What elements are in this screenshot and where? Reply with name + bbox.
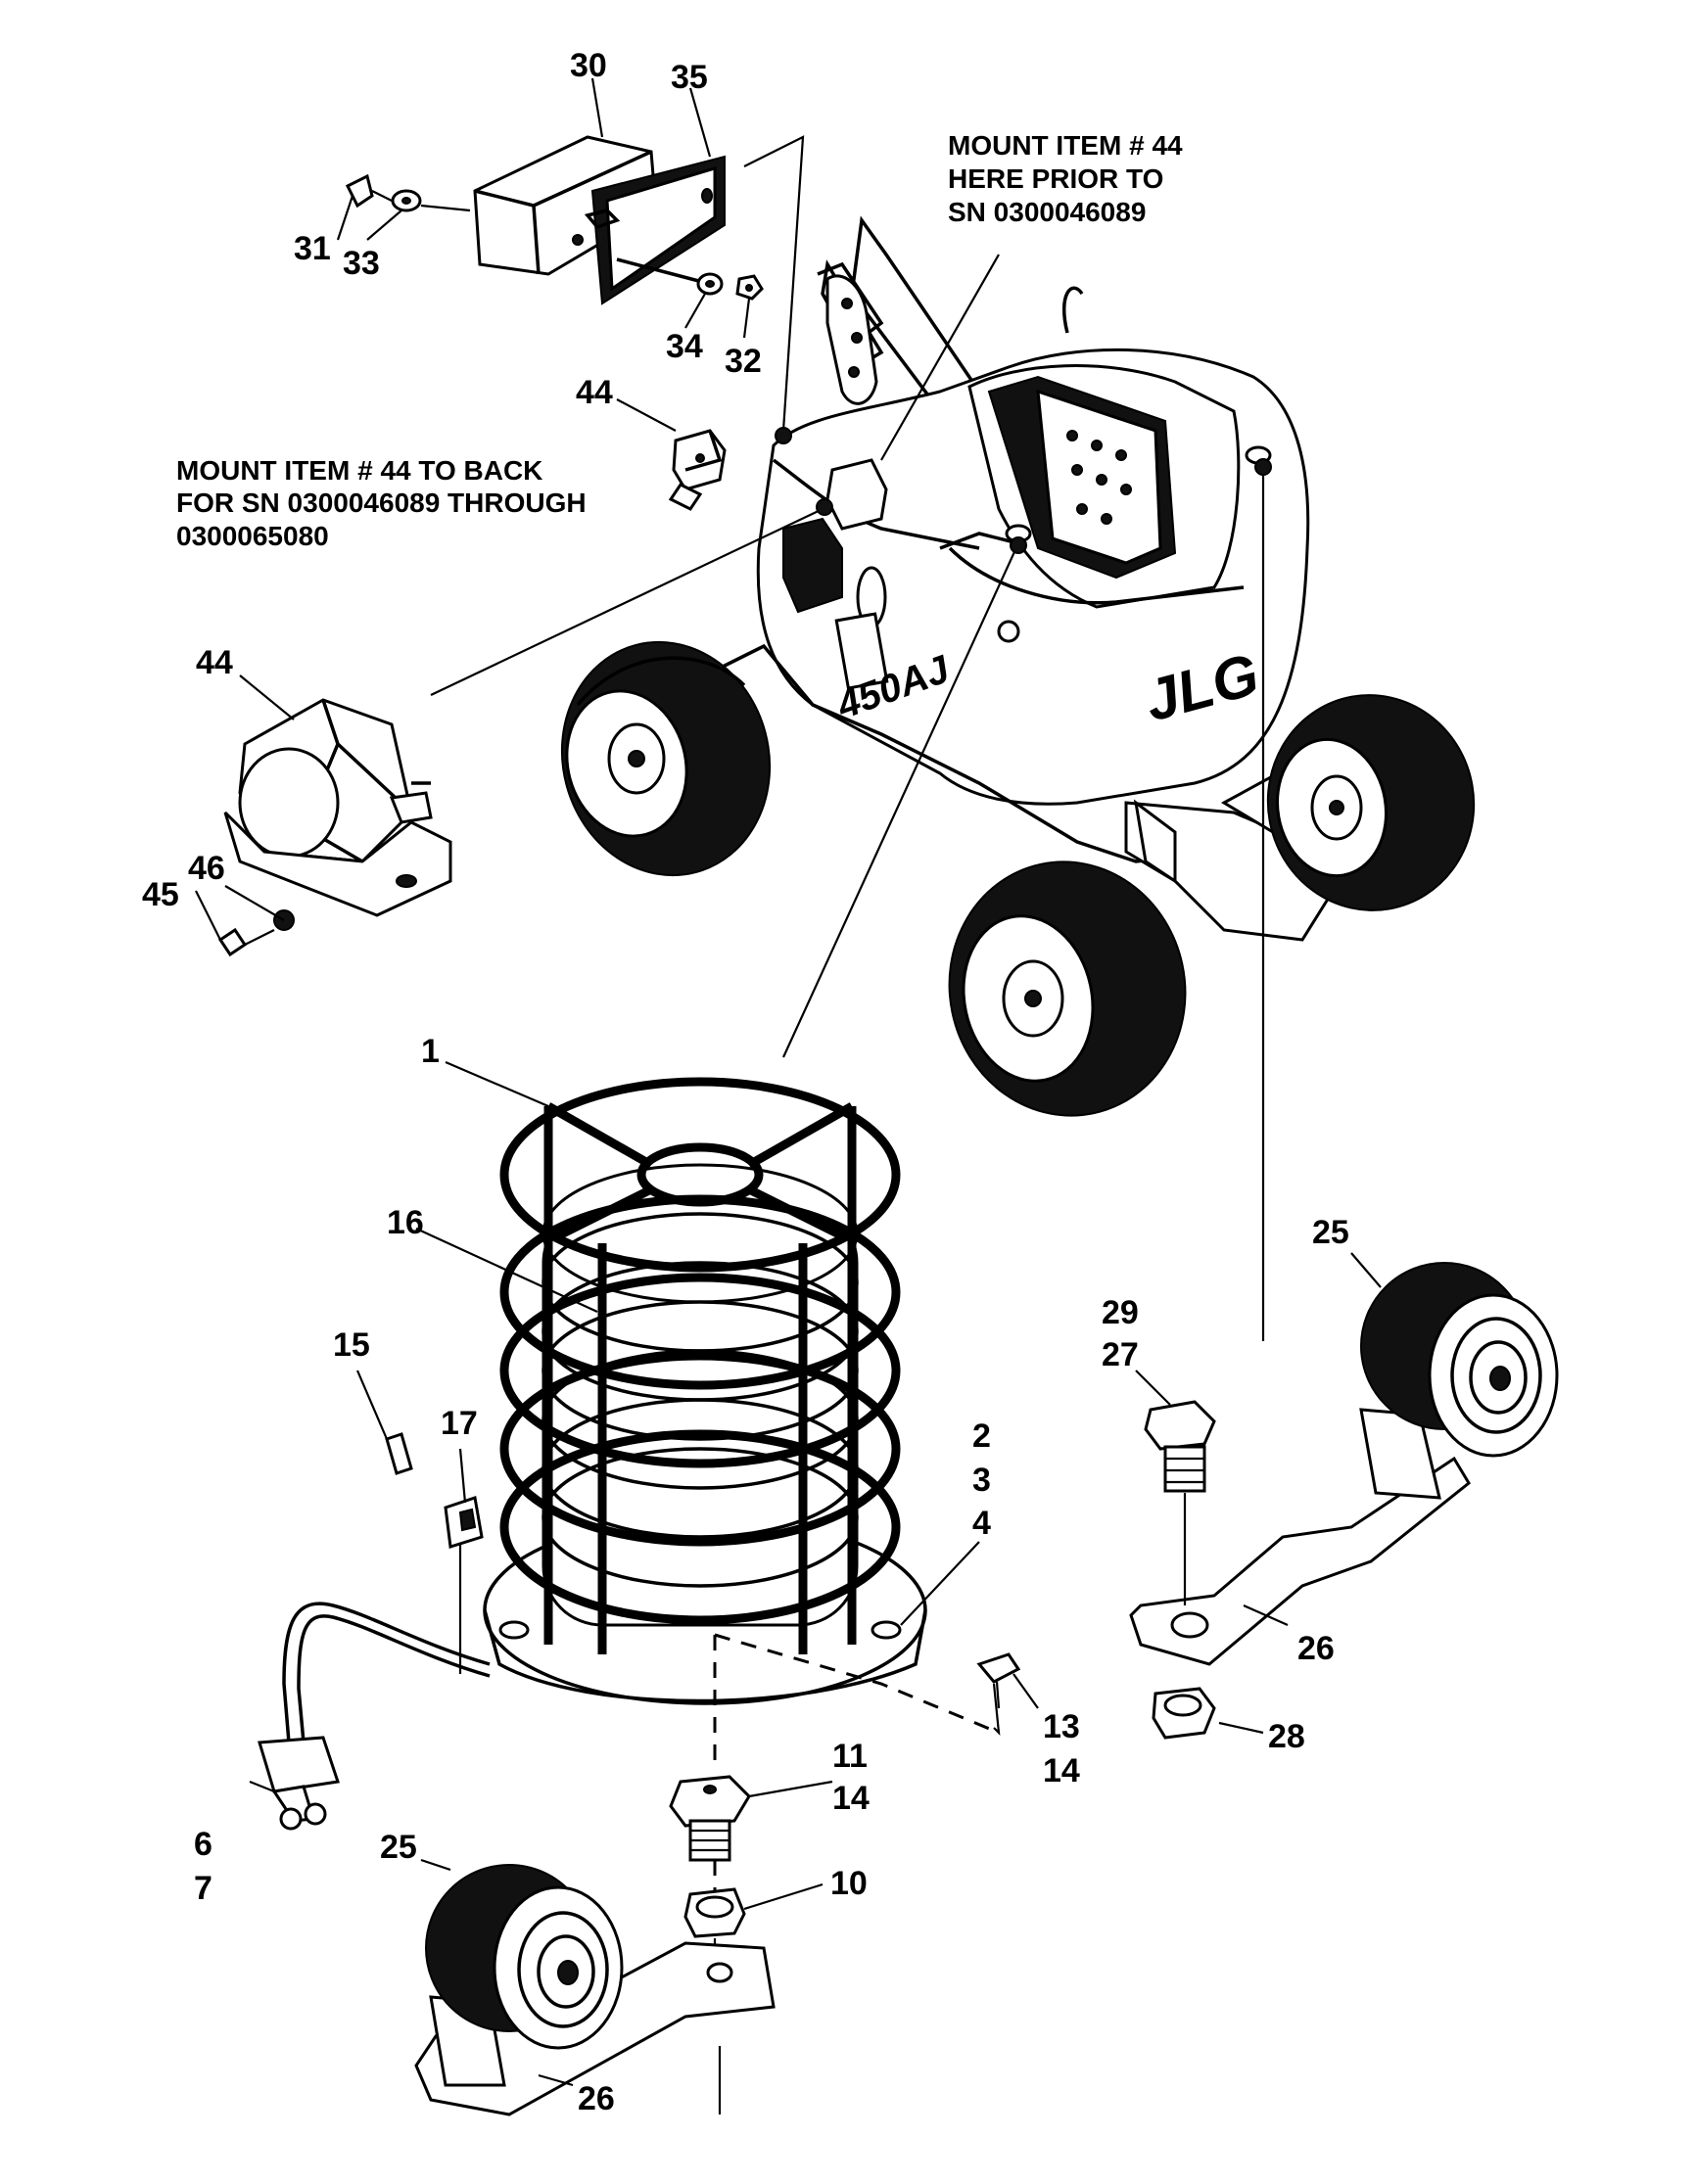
beacon-guard-1: [258, 1077, 1001, 1831]
callout-27: 27: [1102, 1336, 1139, 1373]
callout-6: 6: [194, 1826, 212, 1863]
callout-45: 45: [142, 876, 179, 913]
mounted-alarm-44: [825, 458, 888, 531]
note-mount-prior: MOUNT ITEM # 44 HERE PRIOR TO SN 0300046…: [948, 130, 1183, 227]
callout-31: 31: [294, 230, 331, 267]
alarm-44-small: [668, 429, 727, 511]
boom-plate: [825, 274, 878, 405]
light-assembly-30-35: [345, 135, 764, 305]
callout-28: 28: [1268, 1718, 1305, 1755]
callout-25-lower: 25: [380, 1829, 417, 1866]
callout-4: 4: [972, 1505, 991, 1542]
callout-7: 7: [194, 1870, 212, 1907]
leader-lines: [430, 135, 1272, 1341]
callout-16: 16: [387, 1204, 424, 1241]
callout-11: 11: [832, 1738, 868, 1775]
callout-34: 34: [666, 328, 703, 365]
alarm-25-right: [1129, 1262, 1559, 1740]
callout-14-screw: 14: [1043, 1752, 1080, 1789]
svg-text:0300065080: 0300065080: [176, 521, 329, 551]
callout-25-right: 25: [1312, 1214, 1349, 1251]
callout-44-alarm: 44: [196, 644, 233, 681]
callout-30: 30: [570, 47, 607, 84]
svg-text:MOUNT ITEM # 44 TO BACK: MOUNT ITEM # 44 TO BACK: [176, 455, 542, 486]
alarm-25-lower: [414, 1864, 776, 2116]
callout-1: 1: [421, 1033, 440, 1070]
control-box-details: [1066, 430, 1132, 525]
callout-numbers: 30 35 31 33 34 32 44 44 46 45 1 16 15 17…: [142, 47, 1349, 2117]
wheel: [1266, 694, 1476, 911]
callout-14-stud: 14: [832, 1780, 870, 1817]
note-mount-back: MOUNT ITEM # 44 TO BACK FOR SN 030004608…: [176, 455, 587, 551]
wheel: [948, 860, 1187, 1117]
callout-2: 2: [972, 1417, 991, 1455]
callout-26-lower: 26: [578, 2080, 615, 2117]
callout-15: 15: [333, 1326, 370, 1364]
wheel: [560, 640, 772, 877]
callout-35: 35: [671, 59, 708, 96]
backup-alarm-44: [217, 698, 452, 957]
svg-text:FOR SN 0300046089 THROUGH: FOR SN 0300046089 THROUGH: [176, 488, 587, 518]
callout-10: 10: [830, 1865, 868, 1902]
callout-29: 29: [1102, 1294, 1139, 1331]
svg-text:HERE PRIOR TO: HERE PRIOR TO: [948, 163, 1163, 194]
callout-3: 3: [972, 1462, 991, 1499]
callout-13: 13: [1043, 1708, 1080, 1745]
callout-leaders: [195, 77, 1382, 2087]
boom-lift-machine: JLG 450AJ: [560, 215, 1476, 1117]
callout-33: 33: [343, 245, 380, 282]
svg-text:MOUNT ITEM # 44: MOUNT ITEM # 44: [948, 130, 1183, 161]
callout-46: 46: [188, 850, 225, 887]
callout-32: 32: [725, 343, 762, 380]
callout-17: 17: [441, 1405, 478, 1442]
callout-26-right: 26: [1297, 1630, 1335, 1667]
callout-44-upper: 44: [576, 374, 613, 411]
svg-text:SN 0300046089: SN 0300046089: [948, 197, 1146, 227]
